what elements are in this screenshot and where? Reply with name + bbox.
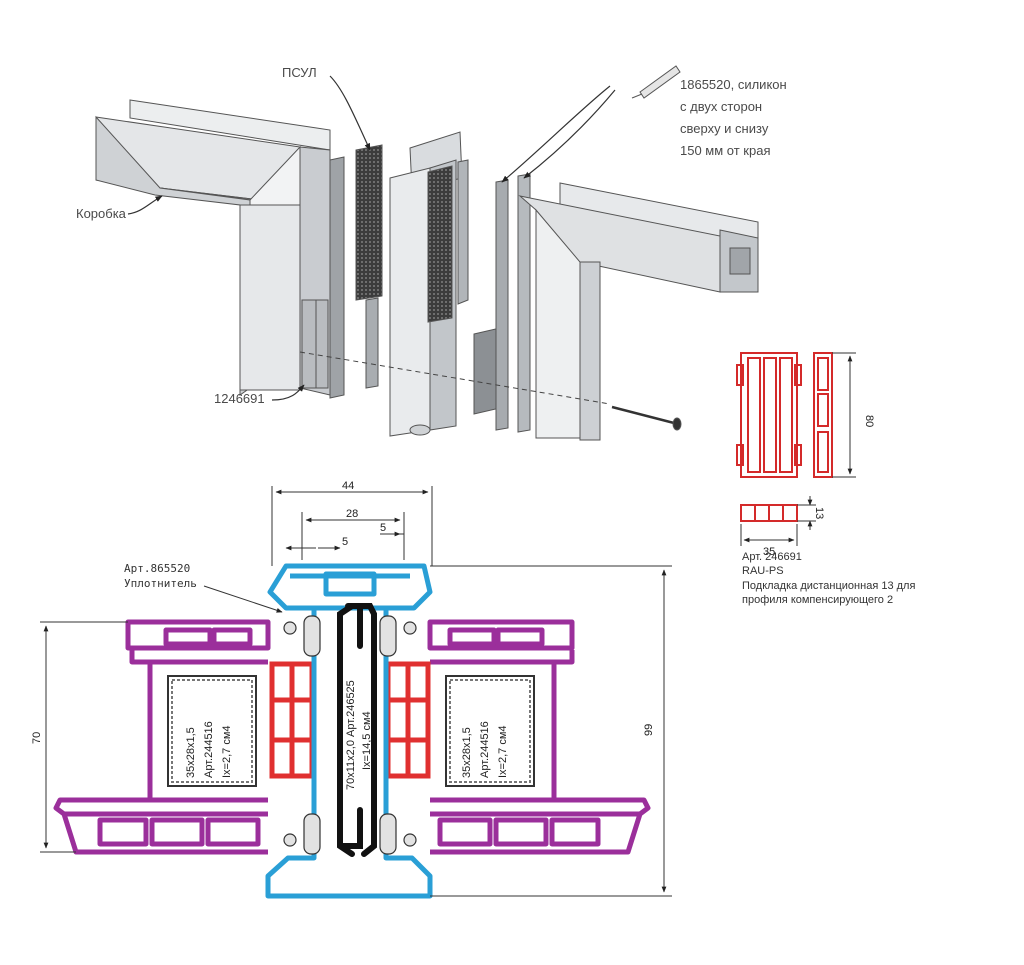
spacer-brand: RAU-PS [742,565,784,578]
left-frame-profile [53,619,271,855]
silicone-note-line3: сверху и снизу [680,121,769,136]
right-insert-line2: Арт.244516 [479,721,491,778]
silicone-note-line4: 150 мм от края [680,143,771,158]
spacer-dim-height: 80 [863,415,875,427]
psul-strip-left [329,144,383,399]
left-steel-insert [167,675,257,787]
spacer-detail: 80 35 13 [736,352,875,558]
dim-99: 99 [643,724,655,736]
left-insert-line2: Арт.244516 [203,721,215,778]
exploded-view [95,65,759,441]
spacer-caption: Арт. 246691 RAU-PS Подкладка дистанционн… [742,550,915,607]
left-insert-line1: 35x28x1,5 [185,727,197,778]
spacer-desc-line1: Подкладка дистанционная 13 для [742,579,916,592]
dim-70: 70 [31,732,43,744]
spacer-side-view [813,352,833,478]
seal-name: Уплотнитель [124,577,197,590]
left-insert-line3: Ix=2,7 см4 [221,725,233,778]
right-insert-line1: 35x28x1,5 [461,727,473,778]
dim-44: 44 [342,480,354,492]
leader-frame [127,195,163,215]
right-insert-line3: Ix=2,7 см4 [497,725,509,778]
silicone-note-line2: с двух сторон [680,99,763,114]
label-frame: Коробка [76,206,126,221]
red-spacers [269,661,431,779]
spacer-front-view [736,352,802,478]
right-frame-profile [427,619,651,855]
right-steel-insert [445,675,535,787]
section-dimensions [40,486,672,897]
leader-part [271,384,305,401]
exploded-leaders [127,75,616,401]
leader-silicone-b [523,89,616,179]
label-psul: ПСУЛ [282,65,317,80]
spacer-desc-line2: профиля компенсирующего 2 [742,593,894,606]
silicone-tube-icon [631,65,681,99]
spacer-dim-thickness: 13 [813,507,825,519]
spacer-bottom-view [740,504,798,522]
center-insert-line2: Ix=14,5 см4 [361,711,373,770]
center-insert-line1: 70x11x2,0 Арт.246525 [345,680,357,790]
spacer-dim-width: 35 [763,546,775,558]
right-frame-corner [518,182,759,441]
leader-silicone-a [501,85,611,183]
psul-strip-right [473,173,531,433]
gaskets [283,615,417,855]
dim-5-left: 5 [342,536,348,548]
left-frame-corner [95,99,331,396]
spacer-art: Арт. 246691 [742,551,802,563]
central-steel-insert [337,603,377,857]
seal-art: Арт.865520 [124,562,191,575]
dim-28: 28 [346,508,358,520]
silicone-note-line1: 1865520, силикон [680,77,787,92]
silicone-note: 1865520, силикон с двух сторон сверху и … [680,74,787,162]
screw [611,405,682,431]
dim-5-right: 5 [380,522,386,534]
leader-psul [329,75,371,151]
assembly-axis [299,351,611,405]
label-part-1246691: 1246691 [214,391,265,406]
central-coupling-profile [389,131,469,437]
cross-section: 44 28 5 5 70 99 35x28x1,5 Арт.244516 Ix=… [31,480,672,899]
